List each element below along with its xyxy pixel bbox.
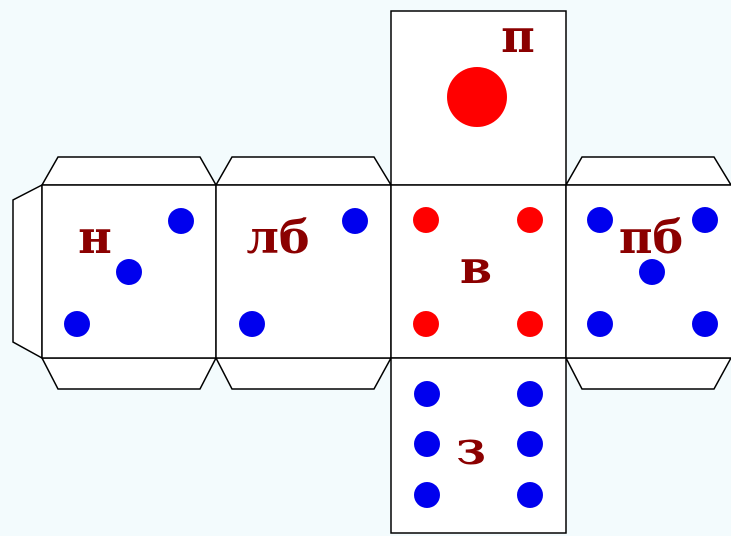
flap-bottom-2 <box>214 357 393 390</box>
face-labels: п н лб в пб з <box>78 9 683 475</box>
pip <box>239 311 265 337</box>
pip <box>414 431 440 457</box>
pip <box>517 311 543 337</box>
pip <box>517 207 543 233</box>
pip <box>517 381 543 407</box>
label-top: п <box>501 9 535 63</box>
flap-top-2 <box>214 156 393 186</box>
label-center: в <box>460 240 492 294</box>
flap-top-3 <box>564 156 731 186</box>
label-left: лб <box>246 210 309 264</box>
pip <box>517 431 543 457</box>
pip <box>692 207 718 233</box>
pip <box>413 311 439 337</box>
pip <box>413 207 439 233</box>
flap-bottom-1 <box>40 357 218 390</box>
glue-flaps <box>12 156 731 390</box>
pip <box>116 259 142 285</box>
pip <box>64 311 90 337</box>
pip <box>639 259 665 285</box>
pips <box>64 67 718 508</box>
pip <box>414 381 440 407</box>
flap-top-1 <box>40 156 218 186</box>
pip <box>447 67 507 127</box>
flap-bottom-3 <box>564 357 731 390</box>
flap-far-left <box>12 183 43 360</box>
pip <box>517 482 543 508</box>
label-bottom: з <box>456 421 485 475</box>
pip <box>414 482 440 508</box>
pip <box>168 208 194 234</box>
pip <box>692 311 718 337</box>
pip <box>342 208 368 234</box>
pip <box>587 311 613 337</box>
label-left-far: н <box>78 210 112 264</box>
pip <box>587 207 613 233</box>
label-right: пб <box>619 210 683 264</box>
